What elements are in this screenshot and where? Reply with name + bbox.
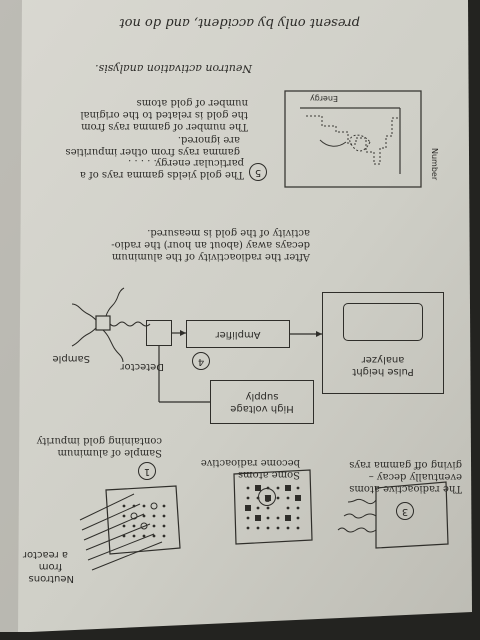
aluminum-sample-grid xyxy=(105,485,181,555)
arrow-to-analyzer xyxy=(316,331,322,337)
activated-sample-grid xyxy=(233,469,313,545)
gamma-ray-up-left xyxy=(102,329,124,363)
decay-gamma-rays xyxy=(337,498,377,533)
gamma-ray-to-detector xyxy=(109,321,151,327)
gamma-ray-up-right xyxy=(71,327,97,347)
gamma-ray-down-left xyxy=(105,287,125,317)
spectrum-trace xyxy=(304,115,398,165)
arrow-to-amplifier xyxy=(180,330,186,336)
gamma-ray-down-right xyxy=(71,303,97,321)
paper-page xyxy=(0,0,472,632)
impurity-peak-loop xyxy=(319,139,347,147)
decaying-sample-grid xyxy=(375,481,449,549)
gold-peak-loop xyxy=(349,134,371,152)
aluminum-atom-dots xyxy=(112,494,168,540)
neutron-beam-lines xyxy=(79,493,163,571)
activated-atom-dots xyxy=(240,476,302,532)
energy-spectrum-graph xyxy=(284,90,422,188)
